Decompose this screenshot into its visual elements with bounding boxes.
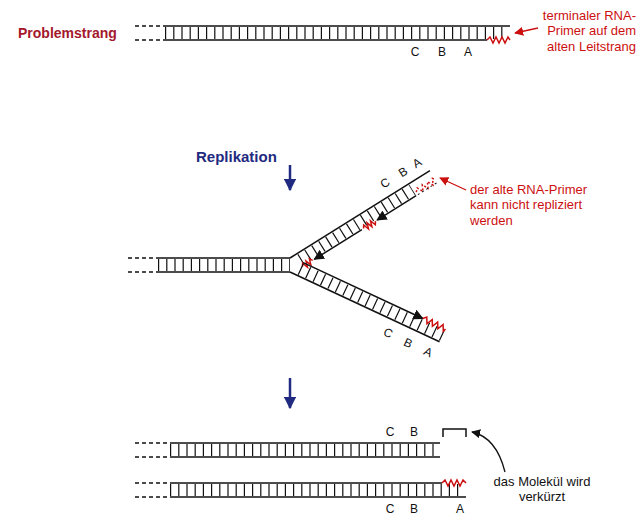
locus-letter: B (410, 426, 418, 438)
note-text: das Molekül wird verkürzt (492, 474, 592, 505)
new-strand (303, 263, 423, 319)
locus-letter: C (411, 46, 420, 58)
dna-strand (165, 39, 487, 41)
locus-letter: A (464, 46, 472, 58)
leader-arrow (515, 28, 538, 33)
locus-letter: B (438, 46, 446, 58)
leader-arrow (472, 432, 505, 472)
step-label: Replikation (196, 148, 277, 166)
strand-dashed (128, 257, 158, 259)
rna-primer (422, 316, 447, 332)
dna-strand (170, 442, 440, 444)
base-rungs (165, 27, 508, 39)
strand-dashed (135, 25, 165, 27)
strand-dashed (128, 271, 158, 273)
locus-letter: C (382, 326, 395, 341)
missing-strand (418, 182, 438, 194)
rna-primer (442, 480, 466, 486)
locus-letter: B (402, 336, 414, 350)
upper-fork-arm (290, 171, 439, 273)
dna-strand (290, 171, 430, 258)
step-arrow (289, 378, 292, 408)
base-rungs (300, 190, 412, 260)
dna-strand (290, 272, 440, 342)
dna-strand (170, 496, 466, 498)
strand-dashed (135, 456, 170, 458)
base-rungs (158, 259, 290, 271)
leader-arrow (440, 178, 466, 190)
locus-letter: C (386, 503, 395, 515)
new-strand (377, 196, 416, 220)
locus-letter: B (396, 165, 409, 179)
base-rungs (170, 484, 464, 496)
strand-name: Problemstrang (18, 25, 117, 42)
note-text: der alte RNA-Primer kann nicht replizier… (470, 182, 592, 228)
dna-strand (170, 482, 442, 484)
strand-dashed (135, 39, 165, 41)
strand-dashed (135, 442, 170, 444)
strand-dashed (135, 482, 170, 484)
missing-primer (415, 177, 438, 194)
problem-duplex (135, 26, 510, 43)
shortening-bracket (443, 429, 466, 437)
lower-fork-arm (290, 257, 447, 342)
base-rungs (170, 444, 440, 456)
base-rungs (300, 269, 442, 335)
dna-strand (165, 25, 510, 27)
step-arrow (289, 165, 292, 190)
note-text: terminaler RNA-Primer auf dem alten Leit… (530, 8, 636, 54)
locus-letter: A (422, 345, 434, 359)
strand-dashed (135, 496, 170, 498)
daughter-duplexes (135, 429, 466, 497)
locus-letter: C (386, 426, 395, 438)
new-strand (314, 230, 361, 260)
rna-primer (362, 219, 377, 232)
dna-strand (158, 271, 290, 273)
rna-primer (487, 37, 510, 43)
locus-letter: A (410, 156, 423, 170)
dna-strand (170, 456, 440, 458)
locus-letter: C (378, 176, 392, 191)
locus-letter: A (456, 503, 464, 515)
dna-strand (158, 257, 290, 259)
locus-letter: B (410, 503, 418, 515)
parental-duplex (128, 258, 290, 272)
